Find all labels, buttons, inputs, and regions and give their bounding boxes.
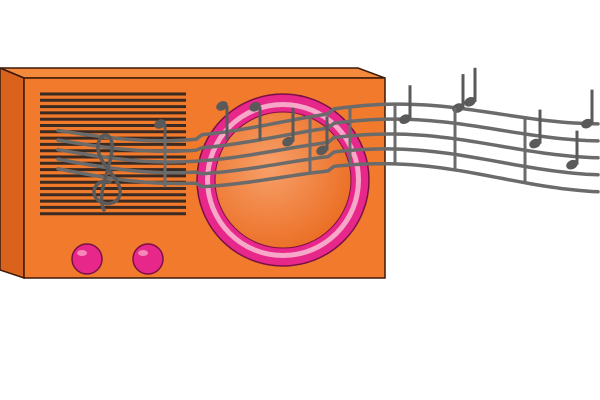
music-note-icon [216, 101, 229, 140]
music-note-icon [581, 89, 594, 129]
music-notes [154, 67, 594, 188]
knob-left [71, 243, 103, 275]
music-note-icon [282, 107, 295, 147]
music-note-icon [566, 130, 579, 170]
music-note-icon [316, 116, 329, 156]
treble-clef-icon [92, 133, 122, 212]
radio-top-face [0, 67, 386, 79]
music-note-icon [249, 101, 262, 141]
staff-line [56, 147, 600, 177]
music-note-icon [452, 74, 465, 113]
speaker-icon [196, 93, 370, 267]
music-note-icon [464, 67, 477, 107]
music-note-icon [399, 85, 412, 125]
music-note-icon [529, 109, 542, 149]
radio-side-face [0, 67, 25, 280]
staff-line [56, 161, 600, 194]
knob-right [132, 243, 164, 275]
staff-line [56, 102, 600, 143]
